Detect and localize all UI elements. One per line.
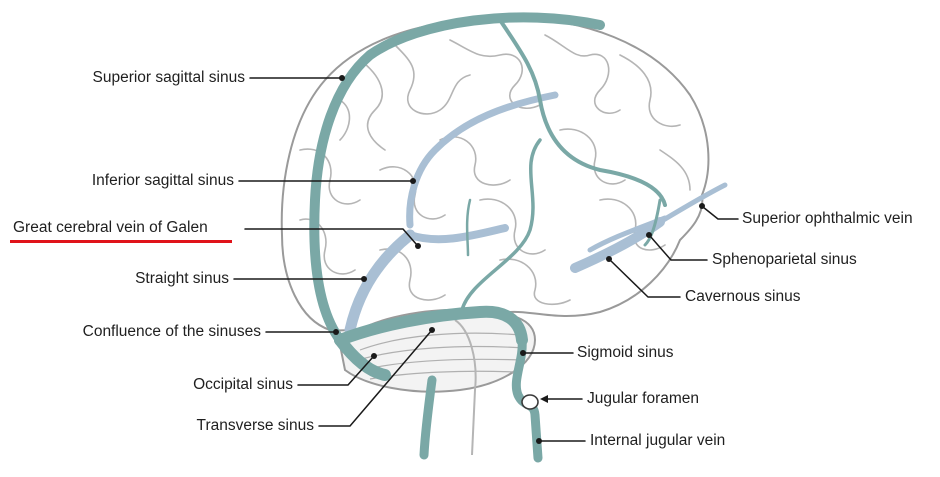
leader-lines — [233, 77, 739, 442]
great-cerebral-vein-vessel — [406, 224, 509, 244]
label-superior-ophthalmic-vein: Superior ophthalmic vein — [742, 210, 913, 227]
sigmoid-sinus-vessel — [511, 335, 543, 463]
label-occipital-sinus: Occipital sinus — [193, 376, 293, 393]
label-jugular-foramen: Jugular foramen — [587, 390, 700, 407]
label-superior-sagittal-sinus: Superior sagittal sinus — [92, 69, 246, 86]
label-internal-jugular-vein: Internal jugular vein — [590, 432, 726, 449]
label-transverse-sinus: Transverse sinus — [196, 417, 314, 434]
sphenoparietal-lower-vessel — [643, 198, 662, 247]
straight-sinus-vessel — [344, 229, 416, 336]
label-confluence-of-sinuses: Confluence of the sinuses — [82, 323, 261, 340]
sphenoparietal-sinus-vessel — [498, 18, 667, 207]
leader-endpoints — [333, 75, 705, 444]
occipital-sinus-vessel — [419, 375, 437, 460]
highlight-underline — [10, 240, 232, 243]
brainstem — [454, 319, 477, 456]
label-cavernous-sinus: Cavernous sinus — [685, 288, 801, 305]
inferior-sagittal-sinus-vessel — [406, 91, 559, 229]
brain-outline — [280, 16, 710, 332]
label-sphenoparietal-sinus: Sphenoparietal sinus — [712, 251, 857, 268]
deep-connecting-vein-vessel — [465, 198, 472, 257]
label-inferior-sagittal-sinus: Inferior sagittal sinus — [91, 172, 234, 189]
label-sigmoid-sinus: Sigmoid sinus — [577, 344, 674, 361]
dural-sinuses — [309, 12, 667, 463]
superior-sagittal-sinus-vessel — [309, 12, 605, 345]
transverse-sinus-vessel — [334, 305, 528, 346]
superior-ophthalmic-vessel — [652, 182, 728, 228]
label-great-cerebral-vein: Great cerebral vein of Galen — [13, 219, 208, 236]
cortical-vein-vessel — [460, 138, 542, 312]
label-straight-sinus: Straight sinus — [135, 270, 229, 287]
jugular-foramen-ring — [521, 394, 539, 410]
arrowhead — [540, 395, 548, 403]
